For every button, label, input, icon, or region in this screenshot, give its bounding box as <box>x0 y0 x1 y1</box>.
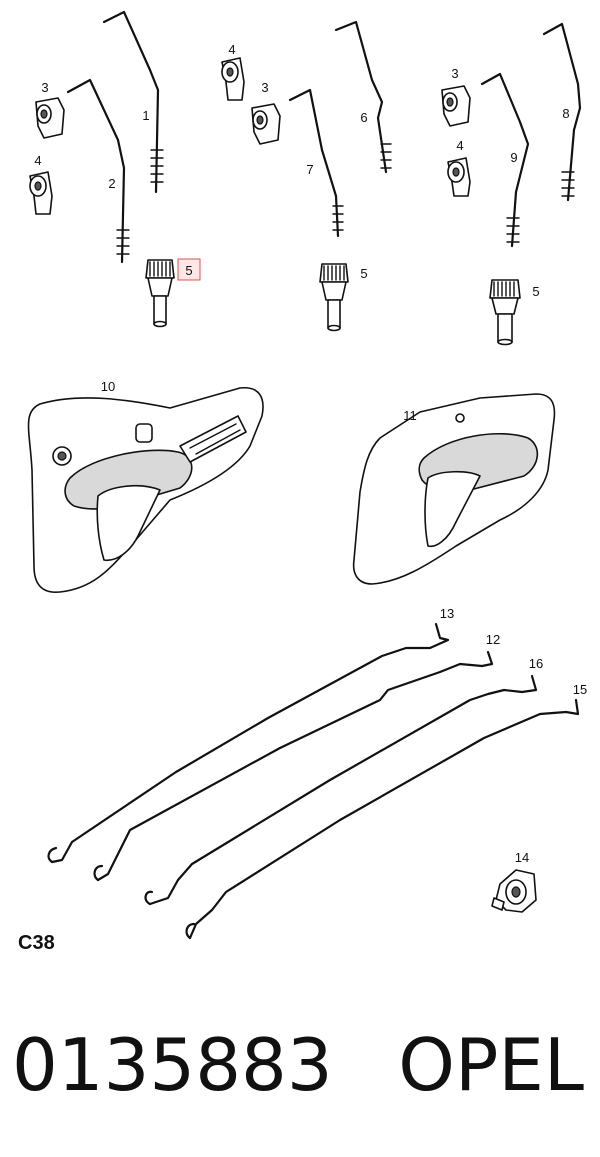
brand-name: OPEL <box>398 1023 584 1107</box>
callout-15: 15 <box>573 682 587 697</box>
rod-clip-4-right[interactable] <box>447 157 471 197</box>
lock-rod-6[interactable] <box>334 20 392 174</box>
callout-4-left: 4 <box>34 153 41 168</box>
callout-1: 1 <box>142 108 149 123</box>
lock-rod-8[interactable] <box>542 22 582 202</box>
remote-rod-13[interactable] <box>47 622 450 864</box>
rod-clip-3-right[interactable] <box>441 85 471 127</box>
lock-knob-5-middle[interactable] <box>319 263 349 332</box>
callout-5-left-highlighted: 5 <box>185 263 192 278</box>
callout-3-left: 3 <box>41 80 48 95</box>
callout-16: 16 <box>529 656 543 671</box>
callout-7: 7 <box>306 162 313 177</box>
remote-rod-15[interactable] <box>185 698 580 940</box>
lock-knob-5-right[interactable] <box>489 279 521 346</box>
remote-rod-16[interactable] <box>144 674 538 906</box>
callout-10: 10 <box>101 379 115 394</box>
callout-3-right: 3 <box>451 66 458 81</box>
callout-3-middle: 3 <box>261 80 268 95</box>
callout-12: 12 <box>486 632 500 647</box>
callout-11: 11 <box>403 408 417 423</box>
lock-knob-5-left[interactable] <box>145 259 175 328</box>
rod-clip-4-middle[interactable] <box>221 57 245 101</box>
callout-5-right: 5 <box>532 284 539 299</box>
callout-9: 9 <box>510 150 517 165</box>
lock-rod-7[interactable] <box>288 88 344 238</box>
lock-rod-1[interactable] <box>102 10 164 194</box>
highlight-box <box>177 258 201 281</box>
inner-door-handle-10[interactable] <box>27 387 264 593</box>
figure-code: C38 <box>18 932 55 954</box>
callout-4-right: 4 <box>456 138 463 153</box>
lock-rod-9[interactable] <box>480 72 530 248</box>
callout-13: 13 <box>440 606 454 621</box>
lock-rod-2[interactable] <box>66 78 130 264</box>
rod-clip-14[interactable] <box>491 869 537 913</box>
callout-2: 2 <box>108 176 115 191</box>
callout-6: 6 <box>360 110 367 125</box>
inner-door-handle-11[interactable] <box>352 393 556 585</box>
rod-clip-3-left[interactable] <box>35 97 65 139</box>
remote-rod-12[interactable] <box>93 650 494 882</box>
rod-clip-3-middle[interactable] <box>251 103 281 145</box>
rod-clip-4-left[interactable] <box>29 171 53 215</box>
part-number: 0135883 <box>12 1023 333 1107</box>
callout-5-middle: 5 <box>360 266 367 281</box>
callout-14: 14 <box>515 850 529 865</box>
callout-4-middle: 4 <box>228 42 235 57</box>
callout-8: 8 <box>562 106 569 121</box>
